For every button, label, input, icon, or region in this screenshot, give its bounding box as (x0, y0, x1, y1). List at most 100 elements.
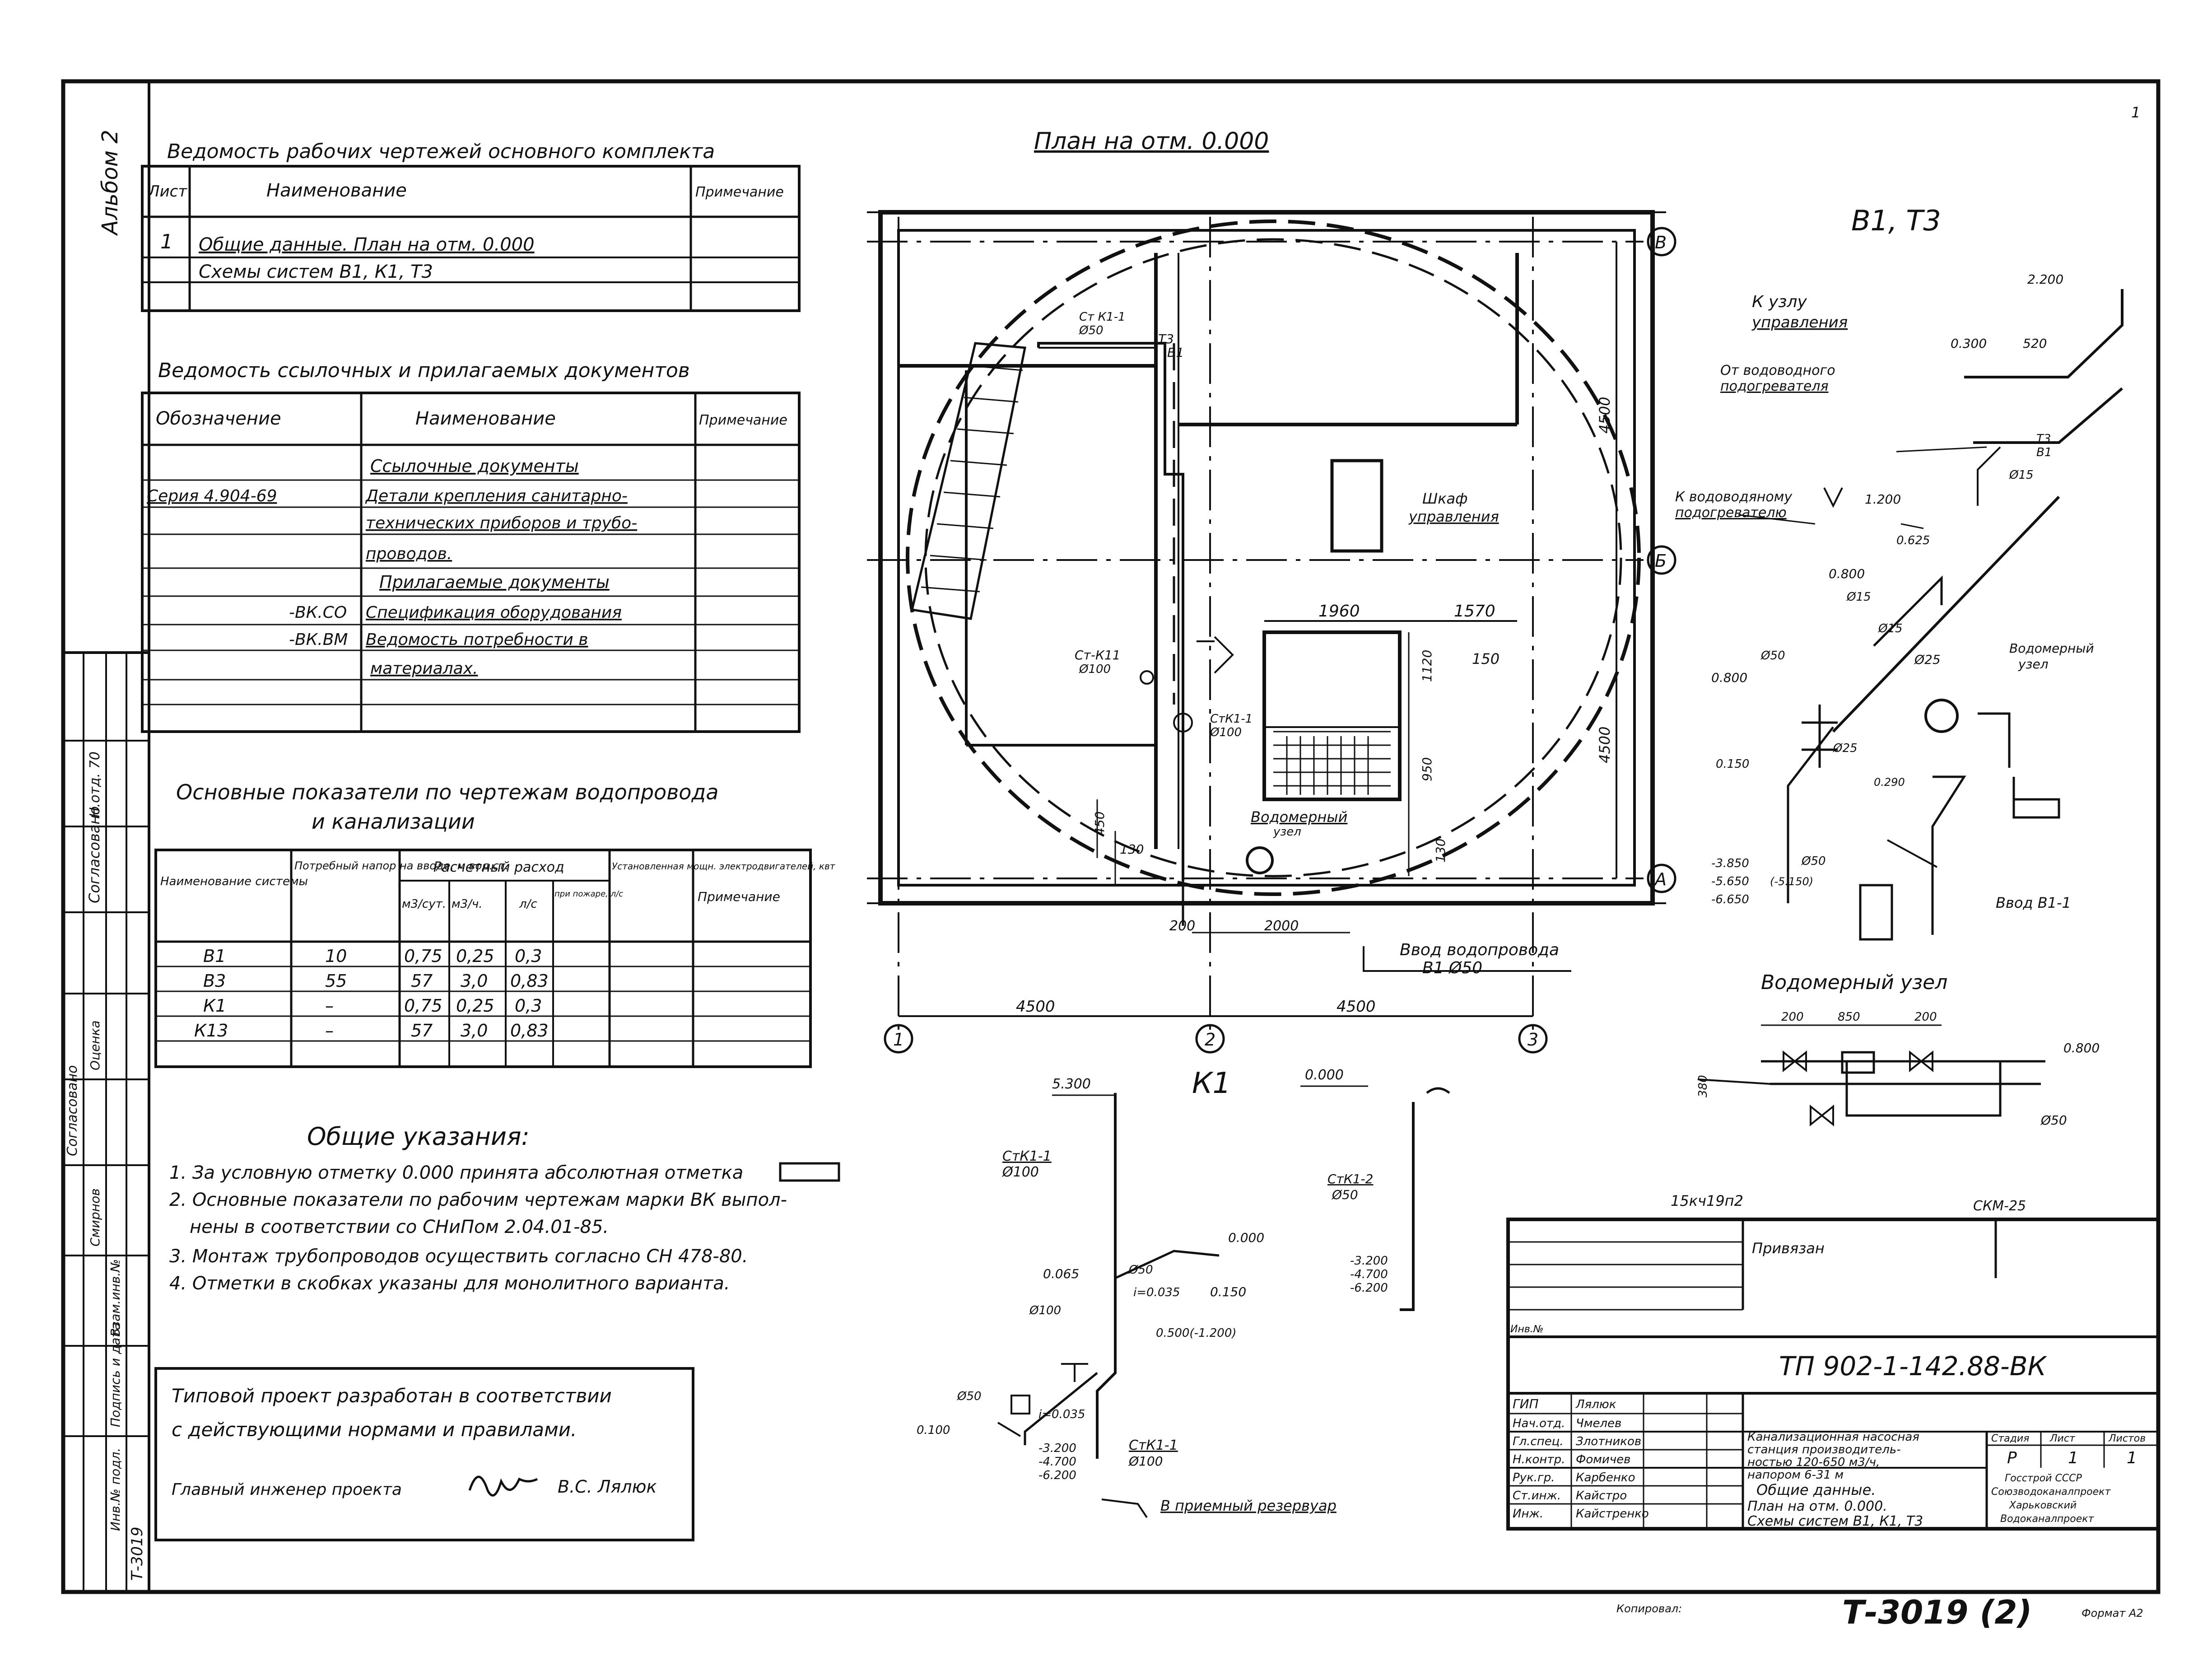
k1-l0: 5.300 (1052, 1076, 1091, 1092)
k1-scheme (997, 1085, 1450, 1518)
compliance-line-2: с действующими нормами и правилами. (172, 1419, 577, 1441)
meter-l1: 850 (1838, 1010, 1860, 1024)
plan-dim-16: 130 (1120, 842, 1144, 857)
tb-role-6: Ст.инж. (1513, 1489, 1561, 1503)
k1-l23: -4.700 (1350, 1268, 1388, 1281)
k1-l20: СтК1-2 (1327, 1172, 1373, 1186)
b1t3-l6: Водомерный (2009, 641, 2094, 656)
ind-r2-ls: 0,83 (510, 971, 549, 991)
indicators-rows: В1 10 0,75 0,25 0,3 В3 55 57 3,0 0,83 К1… (194, 946, 549, 1041)
chief-engineer-label: Главный инженер проекта (172, 1480, 402, 1499)
meter-l7: СКМ-25 (1973, 1198, 2026, 1214)
axis-label-v: В (1655, 233, 1667, 252)
side-col-label-2: Взам.инв.№ (108, 1259, 123, 1337)
side-col-label-4: Инв.№ подл. (108, 1448, 123, 1531)
ind-r3-ls: 0,3 (515, 996, 542, 1016)
b1t3-l7: узел (2018, 657, 2049, 672)
ind-r1-ls: 0,3 (515, 946, 542, 966)
k1-l3: 0.065 (1043, 1266, 1079, 1281)
b1t3-l9: 2.200 (2027, 272, 2063, 287)
sheets-table-title: Ведомость рабочих чертежей основного ком… (167, 140, 715, 163)
general-item-4: 4. Отметки в скобках указаны для монолит… (169, 1273, 730, 1294)
refs-row-7: Ведомость потребности в (366, 630, 588, 649)
ind-h-fire: при пожаре, л/с (554, 889, 623, 899)
tb-role-7: Инж. (1513, 1507, 1543, 1521)
ind-h-power: Установленная мощн. электродвигателей, к… (612, 861, 836, 872)
ind-h-calc: Расчетный расход (433, 859, 564, 875)
k1-l18: В приемный резервуар (1160, 1497, 1337, 1514)
b1t3-l15: 0.800 (1711, 670, 1747, 685)
plan-dim-11: 130 (1433, 839, 1448, 863)
b1t3-scheme (1738, 289, 2124, 941)
plan-dim-4: 4500 (1596, 727, 1613, 763)
tb-name-1: Лялюк (1575, 1398, 1616, 1411)
tb-name-3: Злотников (1576, 1435, 1641, 1448)
b1t3-l13: 0.625 (1896, 534, 1930, 547)
ind-h-m3d: м3/сут. (402, 897, 446, 911)
meter-l2: 200 (1914, 1010, 1937, 1024)
plan-inlet-2: В1 Ø50 (1422, 959, 1482, 977)
general-item-1: 1. За условную отметку 0.000 принята абс… (169, 1162, 743, 1183)
axis-label-a: А (1653, 869, 1667, 889)
plan-dim-7: 1120 (1420, 650, 1434, 682)
k1-l8: 0.150 (1210, 1284, 1246, 1299)
plan-title: План на отм. 0.000 (1034, 128, 1269, 155)
side-stamp-row-3: Смирнов (88, 1188, 102, 1246)
k1-l12: i=0.035 (1038, 1408, 1085, 1421)
axis-label-2: 2 (1205, 1030, 1215, 1050)
ind-r4-ls: 0,83 (510, 1021, 549, 1041)
tb-role-4: Н.контр. (1513, 1453, 1565, 1466)
tb-role-3: Гл.спец. (1513, 1435, 1564, 1448)
k1-l22: -3.200 (1350, 1254, 1388, 1268)
ind-r1-pressure: 10 (325, 946, 347, 966)
title-block-grid (1506, 1218, 2160, 1531)
indicators-table-grid (154, 849, 812, 1068)
ind-r3-pressure: – (325, 996, 334, 1016)
axis-label-1: 1 (893, 1030, 904, 1050)
k1-l11: 0.100 (917, 1424, 950, 1437)
axis-bubble-v (1647, 227, 1676, 257)
plan-st-k11: Ст-К11 (1075, 648, 1120, 663)
plan-cabinet-1: Шкаф (1422, 490, 1468, 507)
meter-l5: Ø50 (2040, 1113, 2067, 1128)
plan-t3: Т3 (1158, 331, 1174, 346)
general-title: Общие указания: (307, 1122, 530, 1151)
k1-l4: Ø50 (1128, 1263, 1153, 1277)
b1t3-l26: Ø50 (1760, 649, 1785, 663)
b1t3-l10: 0.300 (1951, 336, 1987, 351)
ind-r4-system: К13 (194, 1021, 228, 1041)
k1-l5: i=0.035 (1133, 1286, 1180, 1299)
ind-r2-m3h: 3,0 (461, 971, 488, 991)
axis-bubble-1 (884, 1024, 913, 1054)
b1t3-l23: Ø15 (2009, 468, 2034, 482)
tb-org-2: Союзводоканалпроект (1991, 1486, 2111, 1498)
k1-l24: -6.200 (1350, 1281, 1388, 1295)
plan-dim-10: 200 (1169, 918, 1195, 934)
plan-radius: 150 (1472, 650, 1500, 667)
tb-tied: Привязан (1752, 1240, 1825, 1257)
b1t3-l11: 520 (2023, 336, 2047, 351)
ind-r1-m3d: 0,75 (404, 946, 442, 966)
b1t3-l28: 0.290 (1874, 776, 1905, 789)
sheets-row-2-name: Схемы систем В1, К1, Т3 (199, 261, 433, 282)
side-stamp-row-2: Оценка (88, 1020, 102, 1070)
indicators-title-1: Основные показатели по чертежам водопров… (176, 780, 718, 804)
refs-row-2: Детали крепления санитарно- (365, 487, 628, 505)
b1t3-l25: Ø25 (1833, 742, 1858, 755)
k1-l21: Ø50 (1332, 1187, 1358, 1202)
tb-roles: ГИП Нач.отд. Гл.спец. Н.контр. Рук.гр. С… (1513, 1396, 1649, 1521)
ind-h-pressure: Потребный напор на вводе, м.вод.ст. (294, 859, 508, 872)
side-stamp (62, 651, 150, 1593)
ind-r3-m3h: 0,25 (456, 996, 494, 1016)
b1t3-l24: Ø25 (1914, 652, 1941, 667)
refs-row-5: Прилагаемые документы (379, 572, 610, 592)
tb-sheet-h: Лист (2049, 1433, 2076, 1444)
tb-sheets-h: Листов (2108, 1433, 2146, 1444)
plan-b1: В1 (1167, 345, 1184, 360)
b1t3-l14: 0.800 (1829, 566, 1865, 581)
ind-h-ls: л/с (519, 897, 537, 911)
ind-r2-pressure: 55 (325, 971, 347, 991)
b1t3-l12: 1.200 (1865, 492, 1901, 507)
k1-l14: -4.700 (1038, 1455, 1076, 1469)
